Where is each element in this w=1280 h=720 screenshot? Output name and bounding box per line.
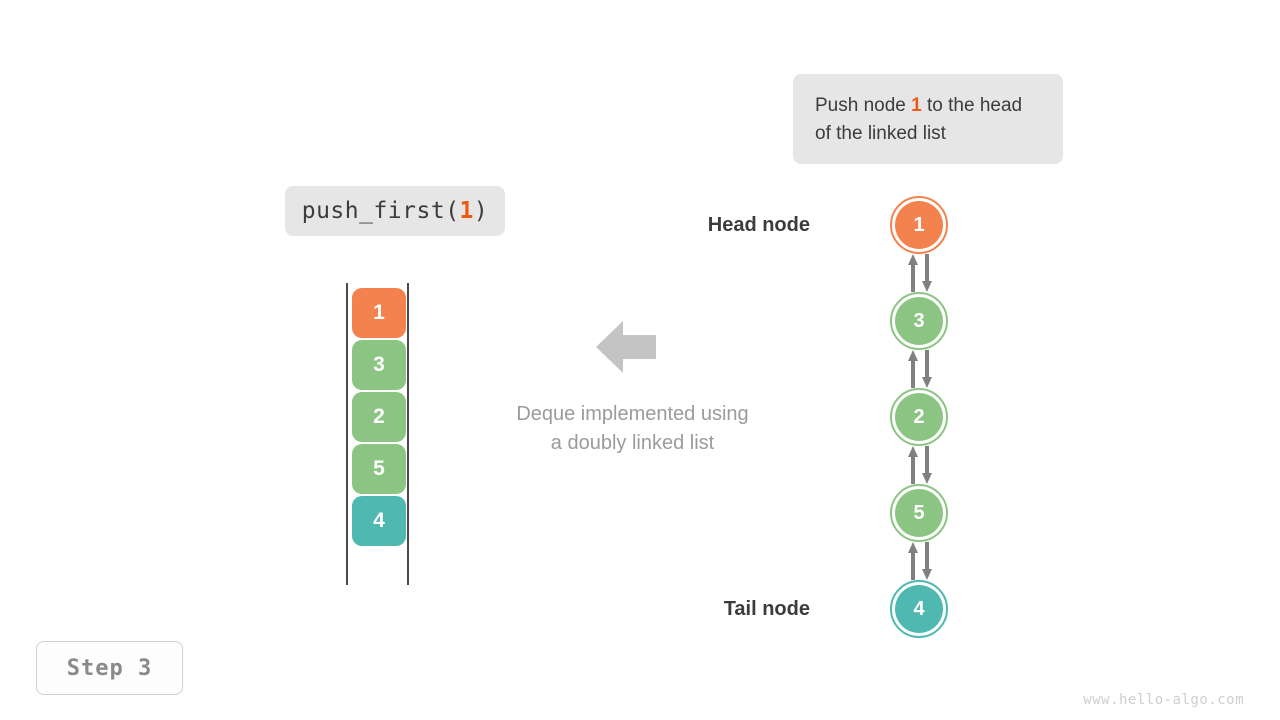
- node-link-arrows-icon: [908, 350, 932, 388]
- deque-rail-left: [346, 283, 348, 585]
- step-badge: Step 3: [36, 641, 183, 695]
- deque-cell: 2: [352, 392, 406, 442]
- step-badge-label: Step 3: [66, 655, 153, 681]
- linked-list-node-value: 4: [895, 585, 943, 633]
- callout-highlight-value: 1: [911, 95, 922, 116]
- code-prefix: push_first(: [301, 198, 460, 224]
- node-link-arrows-icon: [908, 254, 932, 292]
- mapping-arrow-icon: [596, 320, 656, 374]
- deque-caption: Deque implemented using a doubly linked …: [455, 400, 810, 458]
- watermark: www.hello-algo.com: [1083, 692, 1244, 708]
- doubly-linked-list: 1 Head node 3 2 5 4 Tail node: [708, 190, 980, 650]
- linked-list-node-value: 5: [895, 489, 943, 537]
- deque-cell-value: 2: [373, 405, 385, 428]
- callout-text-after: to the head of the linked list: [815, 95, 1023, 144]
- deque-rail-right: [407, 283, 409, 585]
- code-suffix: ): [473, 198, 489, 224]
- deque-cell-value: 4: [373, 509, 385, 532]
- deque-cell-value: 1: [373, 301, 385, 324]
- node-link-arrows-icon: [908, 542, 932, 580]
- deque-cell: 1: [352, 288, 406, 338]
- node-link-arrows-icon: [908, 446, 932, 484]
- linked-list-node: 2: [890, 388, 948, 446]
- head-node-label: Head node: [707, 214, 810, 236]
- push-first-code-chip: push_first(1): [285, 186, 505, 236]
- linked-list-node: 1: [890, 196, 948, 254]
- push-callout: Push node 1 to the head of the linked li…: [793, 74, 1063, 164]
- deque-cell: 3: [352, 340, 406, 390]
- deque-caption-line2: a doubly linked list: [550, 432, 715, 454]
- linked-list-node: 4: [890, 580, 948, 638]
- linked-list-node: 5: [890, 484, 948, 542]
- callout-text-before: Push node: [815, 95, 912, 116]
- linked-list-node: 3: [890, 292, 948, 350]
- linked-list-node-value: 1: [895, 201, 943, 249]
- deque-cell-value: 3: [373, 353, 385, 376]
- deque-cell-value: 5: [373, 457, 385, 480]
- deque-stack: 1 3 2 5 4: [340, 283, 416, 585]
- linked-list-node-value: 3: [895, 297, 943, 345]
- deque-caption-line1: Deque implemented using: [516, 403, 749, 425]
- tail-node-label: Tail node: [723, 598, 810, 620]
- code-argument: 1: [459, 198, 474, 224]
- deque-cell: 5: [352, 444, 406, 494]
- deque-cell: 4: [352, 496, 406, 546]
- linked-list-node-value: 2: [895, 393, 943, 441]
